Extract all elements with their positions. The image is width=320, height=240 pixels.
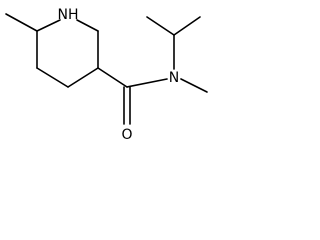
amide-nitrogen-label: N (169, 70, 179, 86)
bond-c6-methyl (5, 13, 38, 32)
bond-c3-to-carbonyl-c (97, 67, 128, 88)
bond-c4-to-c5 (36, 67, 69, 88)
carbonyl-oxygen-label: O (121, 127, 132, 143)
ring-nitrogen-label: NH (58, 7, 79, 23)
structure-diagram: NH N O (5, 7, 208, 143)
bond-carbonyl-c-to-amide-n (126, 78, 168, 88)
bond-ring-n-to-c2 (76, 19, 99, 32)
bond-isopropyl-methyl-left (146, 16, 175, 36)
bond-isopropyl-methyl-right (173, 16, 201, 36)
bond-c6-to-ring-n (36, 19, 61, 32)
bond-c3-to-c4 (67, 67, 99, 88)
bond-amide-n-methyl (180, 78, 208, 93)
